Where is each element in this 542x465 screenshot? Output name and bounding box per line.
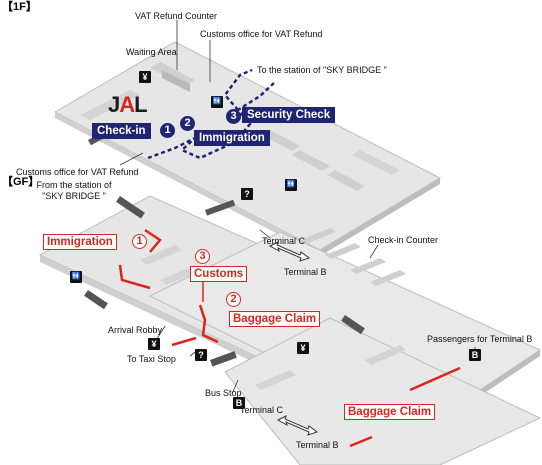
route-gf: [198, 304, 219, 344]
jal-logo-j: J: [108, 92, 120, 117]
from-sky-bridge-line2: "SKY BRIDGE ": [42, 191, 106, 201]
info-icon: ?: [241, 188, 253, 200]
block-gf: [140, 245, 182, 265]
toilet-icon: 🚻: [70, 271, 82, 283]
arrow-terminal-top: [268, 241, 311, 262]
leader-line: [119, 152, 144, 166]
bus-stop-label: Bus Stop: [205, 388, 242, 398]
step-immigration-gf-label: Immigration: [43, 234, 117, 250]
arrival-robby-label: Arrival Robby: [108, 325, 163, 335]
step-checkin-number: 1: [160, 123, 175, 138]
vat-refund-counter-label: VAT Refund Counter: [135, 11, 218, 21]
leader-line: [231, 379, 239, 395]
route-gf-taxi: [171, 336, 197, 347]
floor-1f-edge: [55, 112, 320, 256]
step-checkin-label: Check-in: [92, 123, 151, 139]
waiting-area-label: Waiting Area: [126, 47, 177, 57]
yen-icon: ¥: [139, 71, 151, 83]
checkin-counter-label: Check-in Counter: [368, 235, 439, 245]
block-gf: [255, 370, 296, 390]
block-1f: [352, 150, 400, 175]
step-immigration-1f-number: 2: [180, 116, 195, 131]
floor-gf-label: 【GF】: [2, 176, 40, 188]
block-gf: [370, 270, 406, 286]
step-immigration-1f-label: Immigration: [194, 130, 270, 146]
terminal-c-top-label: Terminal C: [262, 236, 306, 246]
step-immigration-gf-number: 1: [132, 234, 147, 249]
info-icon: ?: [195, 349, 207, 361]
toilet-icon: 🚻: [285, 179, 297, 191]
baggage-claim-bottom-label: Baggage Claim: [344, 404, 436, 420]
floor-1f-edge-right: [320, 178, 440, 256]
block-gf: [365, 345, 406, 365]
escalator-gf: [84, 290, 108, 310]
passengers-terminal-b-label: Passengers for Terminal B: [427, 334, 533, 344]
jal-logo: JAL: [108, 92, 148, 117]
toilet-icon: 🚻: [211, 96, 223, 108]
customs-vat-left-label: Customs office for VAT Refund: [16, 167, 139, 177]
route-gf: [144, 228, 162, 253]
to-sky-bridge-label: To the station of "SKY BRIDGE ": [257, 65, 387, 75]
step-security-label: Security Check: [242, 107, 336, 123]
jal-logo-a: A: [119, 92, 135, 117]
leader-line: [259, 229, 271, 239]
yen-icon: ¥: [148, 338, 160, 350]
terminal-c-bottom-label: Terminal C: [240, 405, 284, 415]
block-1f: [327, 170, 365, 191]
escalator-gf: [209, 351, 237, 367]
step-customs-label: Customs: [190, 266, 248, 282]
escalator-gf: [341, 315, 365, 335]
floor-1f-label: 【1F】: [2, 1, 37, 13]
block-1f: [150, 62, 195, 86]
yen-icon: ¥: [297, 342, 309, 354]
jal-logo-l: L: [134, 92, 147, 117]
block-1f: [292, 150, 330, 171]
route-1f-top: [223, 68, 253, 111]
terminal-b-bottom-label: Terminal B: [296, 440, 339, 450]
step-baggage-number: 2: [226, 292, 241, 307]
from-sky-bridge-label: From the station of "SKY BRIDGE ": [18, 180, 130, 202]
block-gf: [350, 258, 386, 274]
block-gf: [325, 243, 361, 259]
escalator-1f: [205, 199, 236, 216]
step-customs-number: 3: [195, 249, 210, 264]
route-1f: [147, 81, 276, 160]
terminal-b-top-label: Terminal B: [284, 267, 327, 277]
block-gf: [300, 228, 336, 244]
to-taxi-stop-label: To Taxi Stop: [127, 354, 176, 364]
step-security-number: 3: [226, 109, 241, 124]
block-1f: [262, 130, 300, 151]
customs-vat-top-label: Customs office for VAT Refund: [200, 29, 323, 39]
route-gf: [409, 366, 461, 392]
step-baggage-label: Baggage Claim: [229, 311, 321, 327]
arrow-terminal-bottom: [276, 415, 319, 436]
route-gf: [349, 435, 373, 448]
bus-icon: B: [469, 349, 481, 361]
route-gf: [118, 264, 151, 290]
block-1f: [80, 90, 140, 120]
escalator-gf: [116, 196, 145, 219]
bus-icon: B: [233, 397, 245, 409]
from-sky-bridge-line1: From the station of: [36, 180, 112, 190]
leader-line: [369, 244, 379, 259]
vat-counter-box: [162, 70, 190, 92]
